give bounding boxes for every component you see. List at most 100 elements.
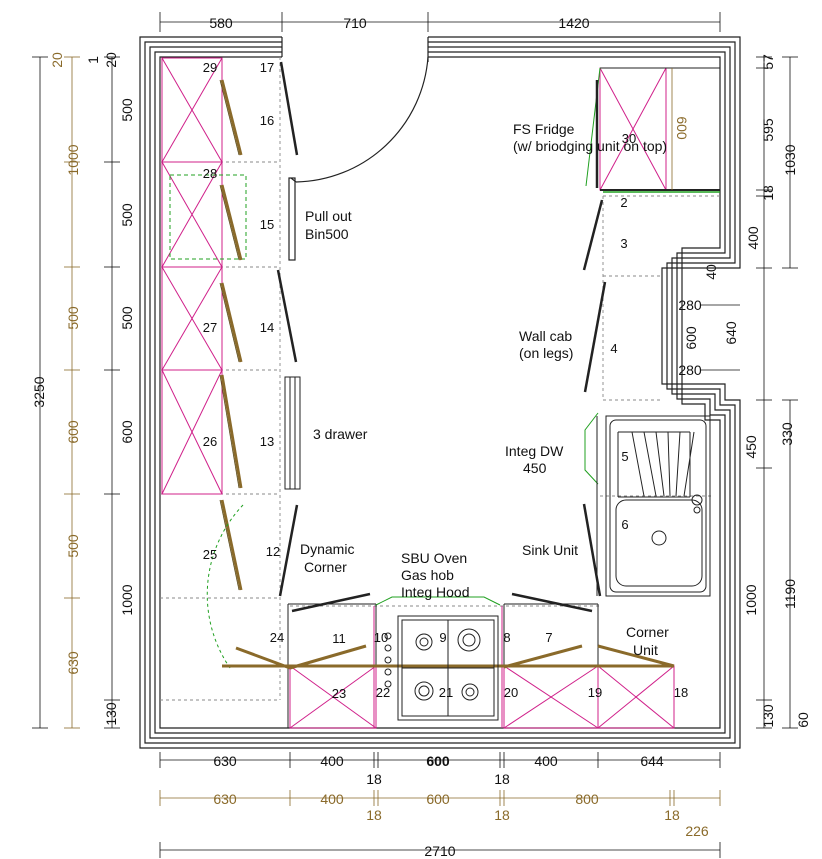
unit-2: 2 — [620, 195, 627, 210]
dim-right-1190: 1190 — [782, 579, 798, 609]
unit-20: 20 — [504, 685, 518, 700]
unit-9: 9 — [439, 630, 446, 645]
dim-left-brown-630: 630 — [65, 651, 81, 675]
dim-left-500b: 500 — [119, 203, 135, 227]
dim-right-60: 60 — [795, 712, 811, 728]
wallcab-label-2: (on legs) — [519, 345, 573, 361]
unit-16: 16 — [260, 113, 274, 128]
left-tall-units — [161, 57, 223, 495]
dim-bottom-630: 630 — [213, 753, 237, 769]
unit-6: 6 — [621, 517, 628, 532]
sink-label: Sink Unit — [522, 542, 578, 558]
dim-bottom-brown-18c: 18 — [664, 807, 680, 823]
unit-7: 7 — [545, 630, 552, 645]
corner-label-1: Corner — [626, 624, 669, 640]
dim-right-18: 18 — [760, 185, 776, 201]
dim-bottom-brown-400: 400 — [320, 791, 344, 807]
unit-3: 3 — [620, 236, 627, 251]
dim-left-130: 130 — [103, 702, 119, 726]
corner-label-2: Unit — [633, 642, 658, 658]
gas-hob — [375, 596, 501, 721]
oven-label-1: SBU Oven — [401, 550, 467, 566]
dim-left-500c: 500 — [119, 306, 135, 330]
dim-right-450: 450 — [743, 435, 759, 459]
dim-right-400: 400 — [745, 226, 761, 250]
dishwasher-front — [584, 412, 599, 485]
unit-13: 13 — [260, 434, 274, 449]
dim-left-brown-500b: 500 — [65, 534, 81, 558]
dyn-label-1: Dynamic — [300, 541, 354, 557]
dimension-lines — [32, 12, 798, 858]
oven-label-2: Gas hob — [401, 567, 454, 583]
dim-bottom-brown-630: 630 — [213, 791, 237, 807]
unit-4: 4 — [610, 341, 617, 356]
dw-label-1: Integ DW — [505, 443, 564, 459]
bin-label-2: Bin500 — [305, 226, 349, 242]
unit-30: 30 — [622, 131, 636, 146]
dim-right-280b: 280 — [678, 362, 702, 378]
unit-28: 28 — [203, 166, 217, 181]
dim-bottom-brown-18a: 18 — [366, 807, 382, 823]
dim-right-595: 595 — [760, 118, 776, 142]
dim-left-brown-500a: 500 — [65, 306, 81, 330]
unit-15: 15 — [260, 217, 274, 232]
unit-27: 27 — [203, 320, 217, 335]
dim-top-1420: 1420 — [558, 15, 589, 31]
dim-top-710: 710 — [343, 15, 367, 31]
left-base-leaves — [276, 61, 299, 597]
unit-17: 17 — [260, 60, 274, 75]
fridge-600-label: 600 — [674, 116, 690, 140]
unit-29: 29 — [203, 60, 217, 75]
unit-14: 14 — [260, 320, 274, 335]
bottom-base-leaves — [291, 592, 593, 613]
dim-bottom-400a: 400 — [320, 753, 344, 769]
unit-11: 11 — [332, 631, 346, 646]
bin-label-1: Pull out — [305, 208, 352, 224]
dim-left-500a: 500 — [119, 98, 135, 122]
three-drawer-fronts — [284, 376, 301, 490]
unit-26: 26 — [203, 434, 217, 449]
dim-bottom-644: 644 — [640, 753, 664, 769]
wallcab-label-1: Wall cab — [519, 328, 572, 344]
unit-8: 8 — [503, 630, 510, 645]
unit-24: 24 — [270, 630, 284, 645]
dim-right-280a: 280 — [678, 297, 702, 313]
dim-bottom-brown-226: 226 — [685, 823, 709, 839]
dim-right-330: 330 — [779, 422, 795, 446]
dim-bottom-brown-600: 600 — [426, 791, 450, 807]
unit-18: 18 — [674, 685, 688, 700]
unit-23: 23 — [332, 686, 346, 701]
dim-right-57: 57 — [760, 54, 776, 70]
left-door-leaves-outline — [219, 79, 240, 591]
dim-left-1000: 1000 — [119, 584, 135, 615]
outer-walls — [139, 36, 741, 749]
unit-21: 21 — [439, 685, 453, 700]
dim-bottom-400b: 400 — [534, 753, 558, 769]
unit-5: 5 — [621, 449, 628, 464]
unit-22: 22 — [376, 685, 390, 700]
dim-left-brown-600: 600 — [65, 420, 81, 444]
fridge-label-1: FS Fridge — [513, 121, 575, 137]
dim-right-130: 130 — [760, 704, 776, 728]
unit-25: 25 — [203, 547, 217, 562]
dim-right-40: 40 — [703, 264, 719, 280]
sink — [605, 415, 711, 597]
dim-right-640: 640 — [723, 321, 739, 345]
dim-bottom-brown-18b: 18 — [494, 807, 510, 823]
dim-left-600: 600 — [119, 420, 135, 444]
dyn-label-2: Corner — [304, 559, 347, 575]
oven-label-3: Integ Hood — [401, 584, 470, 600]
left-door-leaves — [220, 79, 243, 591]
dim-left-1: 1 — [85, 56, 101, 64]
fridge — [585, 67, 720, 193]
dim-bottom-18b: 18 — [494, 771, 510, 787]
drawer-label: 3 drawer — [313, 426, 368, 442]
dim-right-1000: 1000 — [743, 584, 759, 615]
unit-19: 19 — [588, 685, 602, 700]
entry-door — [288, 56, 429, 261]
dim-left-20: 20 — [103, 52, 119, 68]
dim-left-brown-20: 20 — [49, 52, 65, 68]
dim-bottom-18a: 18 — [366, 771, 382, 787]
dim-bottom-brown-800: 800 — [575, 791, 599, 807]
